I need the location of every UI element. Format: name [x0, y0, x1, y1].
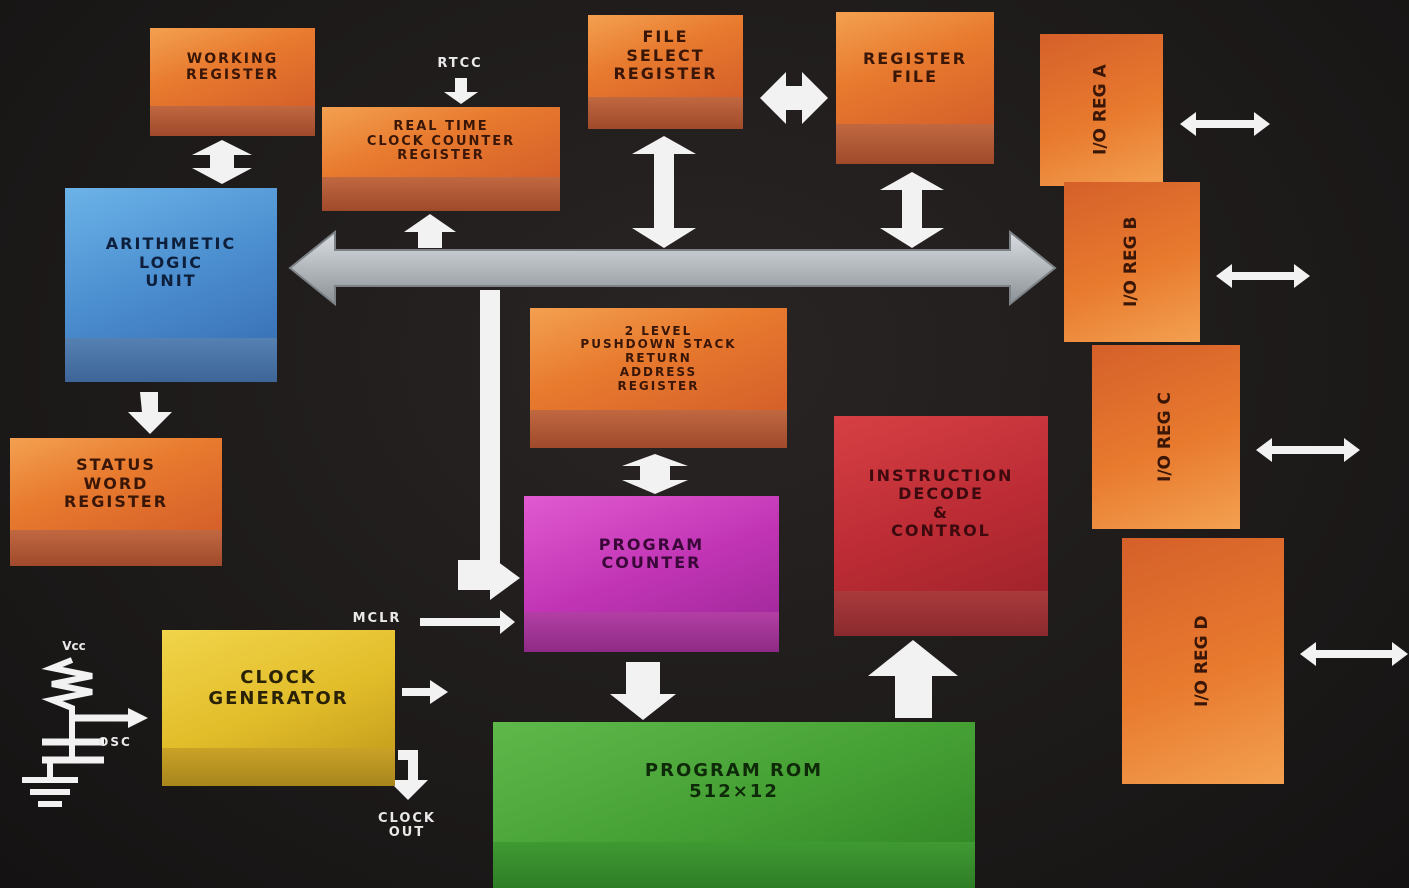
alu-label: ARITHMETIC LOGIC UNIT: [65, 188, 277, 338]
fsr-regfile-arrow: [760, 72, 828, 124]
rtcc-input-arrow: [444, 78, 478, 104]
rtcc-register-label: REAL TIME CLOCK COUNTER REGISTER: [322, 107, 560, 177]
working-register-block: WORKING REGISTER: [150, 28, 315, 136]
instruction-decode-block: INSTRUCTION DECODE & CONTROL: [834, 416, 1048, 636]
mclr-label: MCLR: [352, 611, 402, 626]
io-reg-a-block: I/O REG A: [1040, 34, 1163, 186]
mclr-arrow: [420, 610, 515, 634]
rom-decode-arrow: [868, 640, 958, 718]
osc-arrow: [128, 708, 148, 728]
vcc-resistor: [41, 657, 93, 760]
io-d-arrow: [1300, 642, 1408, 666]
file-select-register-label: FILE SELECT REGISTER: [588, 15, 743, 97]
clock-generator-label: CLOCK GENERATOR: [162, 630, 395, 748]
register-file-block: REGISTER FILE: [836, 12, 994, 164]
stack-pc-arrow: [622, 454, 688, 494]
data-bus-arrow: [288, 229, 1057, 307]
rtcc-label: RTCC: [437, 56, 483, 71]
stack-register-label: 2 LEVEL PUSHDOWN STACK RETURN ADDRESS RE…: [530, 308, 787, 410]
io-b-arrow: [1216, 264, 1310, 288]
io-reg-d-label: I/O REG D: [1122, 538, 1284, 784]
osc-label: OSC: [98, 735, 132, 749]
io-reg-c-block: I/O REG C: [1092, 345, 1240, 529]
clock-right-arrow: [402, 680, 448, 704]
io-reg-b-label: I/O REG B: [1064, 182, 1200, 342]
file-select-register-block: FILE SELECT REGISTER: [588, 15, 743, 129]
instruction-decode-label: INSTRUCTION DECODE & CONTROL: [834, 416, 1048, 591]
stack-register-block: 2 LEVEL PUSHDOWN STACK RETURN ADDRESS RE…: [530, 308, 787, 448]
clock-out-arrow: [388, 750, 428, 800]
program-counter-block: PROGRAM COUNTER: [524, 496, 779, 652]
io-a-arrow: [1180, 112, 1270, 136]
pc-rom-arrow: [610, 662, 676, 720]
io-reg-d-block: I/O REG D: [1122, 538, 1284, 784]
alu-block: ARITHMETIC LOGIC UNIT: [65, 188, 277, 382]
io-reg-c-label: I/O REG C: [1092, 345, 1240, 529]
fsr-bus-arrow: [632, 136, 696, 248]
clock-generator-block: CLOCK GENERATOR: [162, 630, 395, 786]
working-register-label: WORKING REGISTER: [150, 28, 315, 106]
rtcc-register-block: REAL TIME CLOCK COUNTER REGISTER: [322, 107, 560, 211]
bus-pc-arrow: [458, 290, 520, 600]
status-word-register-label: STATUS WORD REGISTER: [10, 438, 222, 530]
vcc-label: Vcc: [62, 639, 86, 653]
bus-rtcc-arrow: [404, 214, 456, 248]
clock-out-label: CLOCK OUT: [377, 811, 437, 840]
program-rom-block: PROGRAM ROM 512×12: [493, 722, 975, 888]
io-c-arrow: [1256, 438, 1360, 462]
program-rom-label: PROGRAM ROM 512×12: [493, 722, 975, 842]
alu-status-arrow: [128, 392, 172, 434]
wreg-alu-arrow: [192, 140, 252, 184]
status-word-register-block: STATUS WORD REGISTER: [10, 438, 222, 566]
program-counter-label: PROGRAM COUNTER: [524, 496, 779, 612]
regfile-bus-arrow: [880, 172, 944, 248]
register-file-label: REGISTER FILE: [836, 12, 994, 124]
io-reg-a-label: I/O REG A: [1040, 34, 1163, 186]
io-reg-b-block: I/O REG B: [1064, 182, 1200, 342]
